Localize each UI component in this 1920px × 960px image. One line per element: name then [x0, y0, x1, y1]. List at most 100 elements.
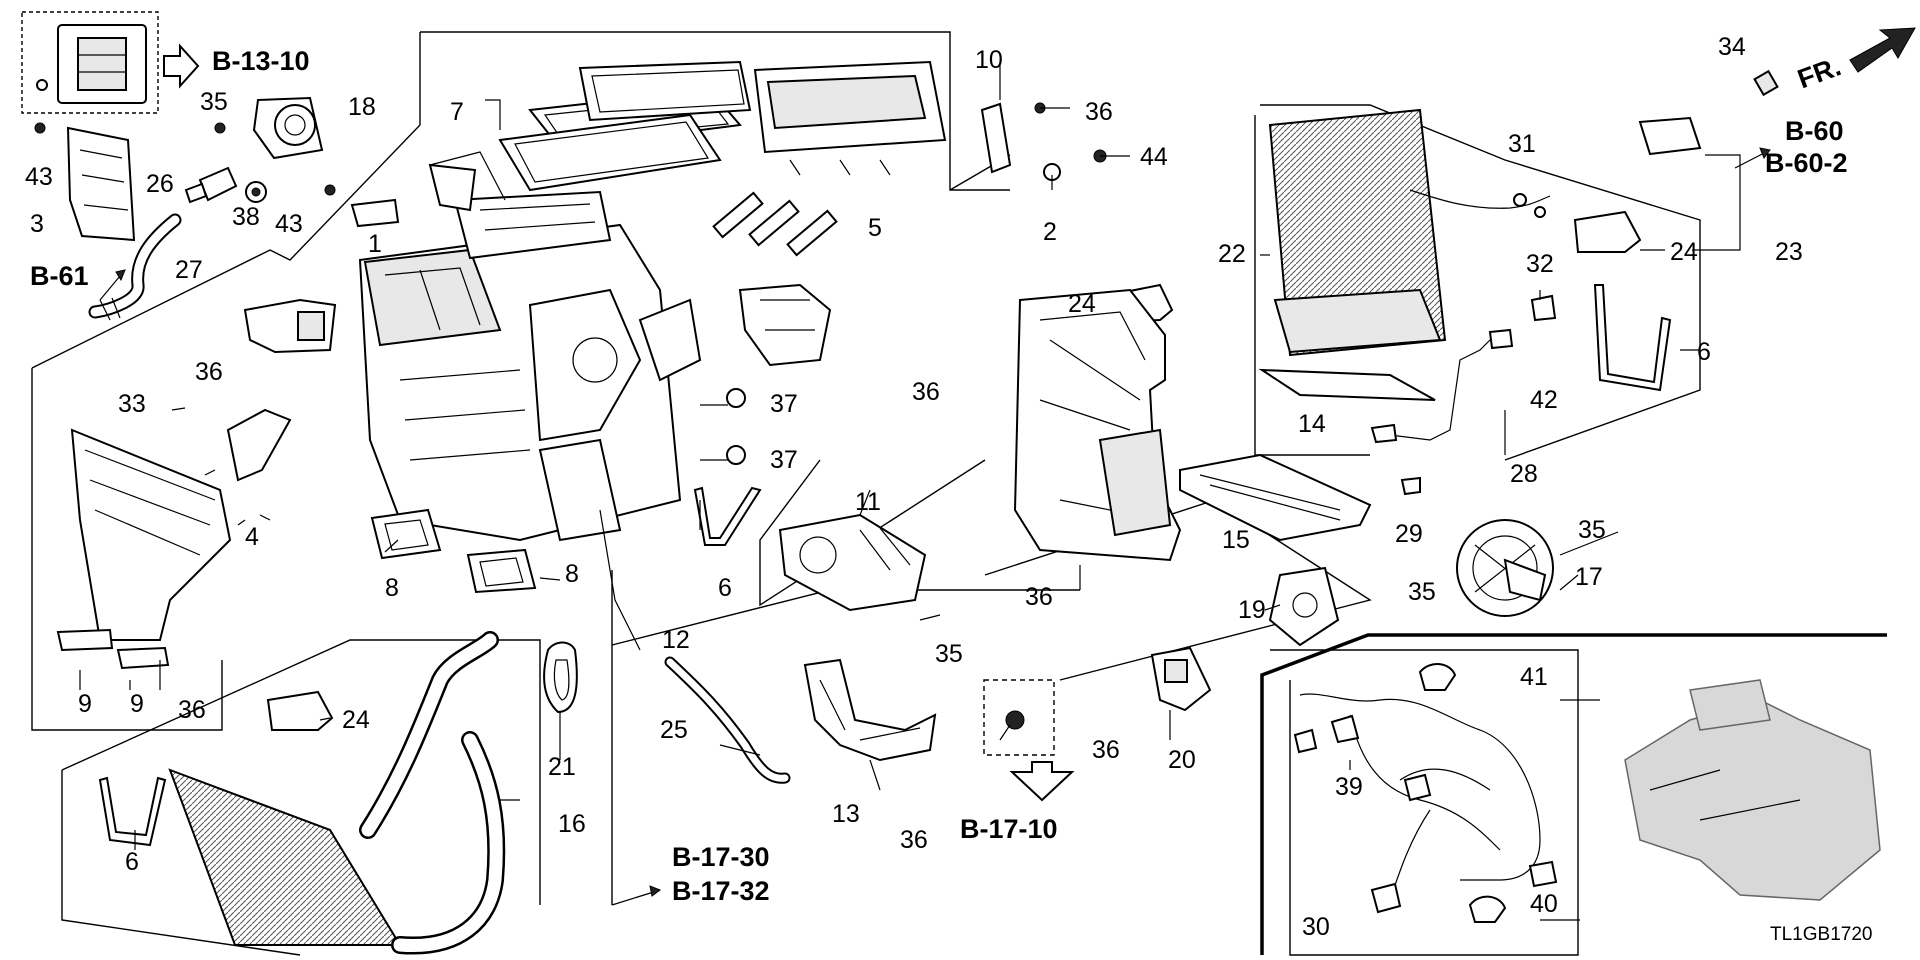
part-label-36b: 36 — [195, 358, 223, 386]
foot-duct — [56, 428, 232, 670]
ref-b60: B-60 — [1785, 116, 1844, 146]
actuator-18 — [214, 96, 324, 160]
part-label-38: 38 — [232, 203, 260, 231]
ref-b17-32: B-17-32 — [672, 876, 770, 906]
filter-15 — [1179, 453, 1372, 542]
part-label-18: 18 — [348, 93, 376, 121]
ref-b60-2: B-60-2 — [1765, 148, 1848, 178]
part-label-7: 7 — [450, 98, 464, 126]
heater-unit-housing — [358, 151, 702, 542]
control-module-bracket — [36, 24, 147, 104]
ref-b13-10: B-13-10 — [212, 46, 310, 76]
part-label-35a: 35 — [200, 88, 228, 116]
seal-8 — [370, 508, 537, 594]
part-label-26: 26 — [146, 170, 174, 198]
part-label-32: 32 — [1526, 250, 1554, 278]
part-label-44: 44 — [1140, 143, 1168, 171]
front-arrow-icon — [1849, 27, 1916, 73]
sensor-28 — [1370, 294, 1557, 496]
part-label-37b: 37 — [770, 446, 798, 474]
bracket-upper-left — [243, 298, 337, 354]
part-label-36c: 36 — [912, 378, 940, 406]
part-label-42: 42 — [1530, 386, 1558, 414]
part-label-20: 20 — [1168, 746, 1196, 774]
evaporator-case — [1013, 288, 1182, 562]
part-label-43a: 43 — [25, 163, 53, 191]
expansion-valve-23 — [1513, 69, 1779, 218]
part-label-15: 15 — [1222, 526, 1250, 554]
part-label-35b: 35 — [935, 640, 963, 668]
part-label-22: 22 — [1218, 240, 1246, 268]
part-label-37a: 37 — [770, 390, 798, 418]
part-label-6a: 6 — [718, 574, 732, 602]
part-label-35c: 35 — [1578, 516, 1606, 544]
upper-duct-5 — [712, 60, 947, 257]
clip-1 — [324, 184, 400, 228]
part-label-36g: 36 — [900, 826, 928, 854]
bracket-4 — [226, 408, 292, 482]
part-label-23: 23 — [1775, 238, 1803, 266]
resistor-20 — [1150, 646, 1212, 712]
bolt-b17-10 — [983, 679, 1055, 756]
part-label-43b: 43 — [275, 210, 303, 238]
part-label-36a: 36 — [1085, 98, 1113, 126]
part-label-6c: 6 — [1697, 338, 1711, 366]
part-label-6b: 6 — [125, 848, 139, 876]
part-label-35d: 35 — [1408, 578, 1436, 606]
part-label-39: 39 — [1335, 773, 1363, 801]
part-label-2: 2 — [1043, 218, 1057, 246]
part-label-40: 40 — [1530, 890, 1558, 918]
ref-b17-30: B-17-30 — [672, 842, 770, 872]
ref-b61: B-61 — [30, 261, 89, 291]
sensor-26 — [184, 166, 267, 204]
evaporator-core-22 — [1268, 108, 1551, 357]
part-label-30: 30 — [1302, 913, 1330, 941]
part-label-12: 12 — [662, 626, 690, 654]
part-label-34: 34 — [1718, 33, 1746, 61]
part-label-10: 10 — [975, 46, 1003, 74]
bracket-3 — [34, 122, 136, 242]
blower-motor-17 — [1456, 519, 1554, 617]
bracket-13 — [803, 658, 937, 762]
part-label-4: 4 — [245, 523, 259, 551]
heater-core-16 — [168, 631, 506, 955]
part-label-9a: 9 — [78, 690, 92, 718]
part-label-9b: 9 — [130, 690, 144, 718]
part-label-36d: 36 — [178, 696, 206, 724]
part-label-11: 11 — [855, 488, 881, 516]
part-label-36e: 36 — [1025, 583, 1053, 611]
gasket-set-7 — [498, 60, 752, 192]
seal-strip-6 — [98, 284, 1672, 847]
part-label-31: 31 — [1508, 130, 1536, 158]
drain-hose-27 — [88, 213, 182, 321]
actuator-19 — [1268, 566, 1340, 647]
reference-arrow-icons — [99, 43, 1771, 906]
part-label-24a: 24 — [1068, 290, 1096, 318]
part-label-29: 29 — [1395, 520, 1423, 548]
bracket-middle — [738, 283, 832, 367]
ref-b17-10: B-17-10 — [960, 814, 1058, 844]
part-label-16: 16 — [558, 810, 586, 838]
part-label-14: 14 — [1298, 410, 1326, 438]
part-label-27: 27 — [175, 256, 203, 284]
part-label-33: 33 — [118, 390, 146, 418]
clip-37 — [726, 388, 746, 465]
gasket-21 — [543, 641, 578, 714]
strip-14 — [1258, 368, 1436, 401]
part-label-17: 17 — [1575, 563, 1603, 591]
part-label-21: 21 — [548, 753, 576, 781]
part-label-8a: 8 — [385, 574, 399, 602]
part-label-1: 1 — [368, 230, 382, 258]
leader-lines — [79, 62, 1741, 921]
part-label-24c: 24 — [342, 706, 370, 734]
part-label-25: 25 — [660, 716, 688, 744]
part-label-19: 19 — [1238, 596, 1266, 624]
harness-clips — [1330, 663, 1507, 923]
drain-pipe-25 — [599, 509, 791, 784]
front-label: FR. — [1794, 51, 1845, 94]
motor-housing-11 — [778, 513, 927, 612]
part-label-36f: 36 — [1092, 736, 1120, 764]
boundary-lines — [21, 11, 1887, 956]
assembly-overview — [1624, 679, 1881, 901]
